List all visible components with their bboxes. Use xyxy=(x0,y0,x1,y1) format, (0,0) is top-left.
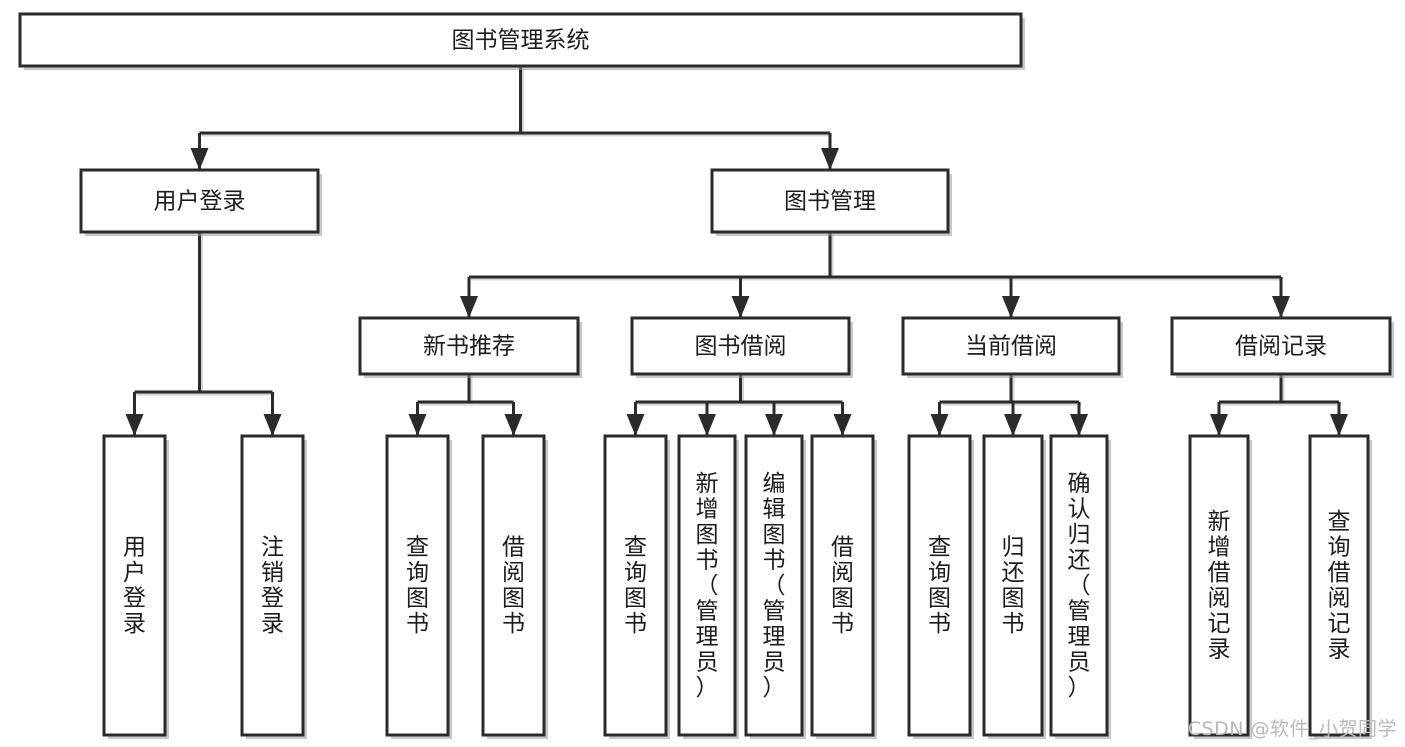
node-label: 借阅图书 xyxy=(502,535,525,638)
arrowhead xyxy=(263,414,282,436)
arrowhead xyxy=(731,296,750,318)
node-new-book-recommend[interactable]: 新书推荐 xyxy=(358,316,580,376)
node-box[interactable] xyxy=(1188,434,1250,737)
arrowhead xyxy=(1210,414,1228,436)
node-label: 图书管理 xyxy=(784,189,876,215)
node-box[interactable] xyxy=(901,316,1121,376)
node-box[interactable] xyxy=(710,168,950,234)
node-box[interactable] xyxy=(907,434,972,737)
node-label: 查询图书 xyxy=(406,535,429,638)
node-box[interactable] xyxy=(358,316,580,376)
node-user-login[interactable]: 用户登录 xyxy=(79,168,320,234)
arrowhead xyxy=(930,414,949,436)
node-label: 查询图书 xyxy=(928,535,951,638)
node-label: 查询图书 xyxy=(624,535,647,638)
nodes-layer: 图书管理系统用户登录图书管理用户登录注销登录新书推荐图书借阅当前借阅借阅记录查询… xyxy=(18,12,1394,739)
edges-layer xyxy=(125,66,1348,436)
node-box[interactable] xyxy=(603,434,668,737)
node-add-borrow-record[interactable]: 新增借阅记录 xyxy=(1188,434,1250,737)
node-user-logout[interactable]: 注销登录 xyxy=(240,434,305,737)
arrowhead xyxy=(1070,414,1088,436)
node-borrow-book-2[interactable]: 借阅图书 xyxy=(810,434,875,737)
node-root[interactable]: 图书管理系统 xyxy=(18,12,1023,68)
node-box[interactable] xyxy=(630,316,851,376)
node-label: 确认归还（管理员） xyxy=(1068,471,1091,701)
node-box[interactable] xyxy=(79,168,320,234)
node-query-book-3[interactable]: 查询图书 xyxy=(907,434,972,737)
node-label: 归还图书 xyxy=(1002,535,1025,638)
node-return-book[interactable]: 归还图书 xyxy=(982,434,1044,737)
arrowhead xyxy=(125,414,144,436)
node-label: 借阅图书 xyxy=(831,535,854,638)
arrowhead xyxy=(698,414,716,436)
node-box[interactable] xyxy=(1308,434,1370,737)
node-query-book-1[interactable]: 查询图书 xyxy=(385,434,450,737)
node-label: 图书借阅 xyxy=(695,334,787,360)
node-query-borrow-record[interactable]: 查询借阅记录 xyxy=(1308,434,1370,737)
node-label: 新书推荐 xyxy=(423,334,515,360)
node-label: 用户登录 xyxy=(154,189,246,215)
node-label: 编辑图书（管理员） xyxy=(763,471,786,701)
node-edit-book-admin[interactable]: 编辑图书（管理员） xyxy=(744,434,804,737)
arrowhead xyxy=(1330,414,1348,436)
arrowhead xyxy=(460,296,478,318)
node-box[interactable] xyxy=(810,434,875,737)
arrowhead xyxy=(408,414,427,436)
node-label: 查询借阅记录 xyxy=(1328,509,1351,663)
arrowhead xyxy=(1004,414,1022,436)
node-query-book-2[interactable]: 查询图书 xyxy=(603,434,668,737)
arrowhead xyxy=(765,414,783,436)
node-box[interactable] xyxy=(102,434,167,737)
node-label: 当前借阅 xyxy=(965,334,1057,360)
arrowhead xyxy=(190,148,209,170)
node-confirm-return-admin[interactable]: 确认归还（管理员） xyxy=(1049,434,1109,737)
node-box[interactable] xyxy=(18,12,1023,68)
arrowhead xyxy=(504,414,523,436)
node-borrow-record[interactable]: 借阅记录 xyxy=(1170,316,1392,376)
arrowhead xyxy=(821,148,839,170)
node-box[interactable] xyxy=(1049,434,1109,737)
node-label: 借阅记录 xyxy=(1235,334,1327,360)
node-box[interactable] xyxy=(744,434,804,737)
node-box[interactable] xyxy=(982,434,1044,737)
node-label: 新增图书（管理员） xyxy=(696,471,719,701)
node-label: 注销登录 xyxy=(261,535,284,638)
csdn-watermark: CSDN @软件_小贺同学 xyxy=(1187,718,1397,740)
node-current-borrow[interactable]: 当前借阅 xyxy=(901,316,1121,376)
arrowhead xyxy=(1002,296,1020,318)
node-box[interactable] xyxy=(481,434,546,737)
node-add-book-admin[interactable]: 新增图书（管理员） xyxy=(677,434,737,737)
node-box[interactable] xyxy=(677,434,737,737)
node-book-borrow[interactable]: 图书借阅 xyxy=(630,316,851,376)
node-label: 用户登录 xyxy=(123,535,146,638)
arrowhead xyxy=(833,414,852,436)
node-book-manage[interactable]: 图书管理 xyxy=(710,168,950,234)
node-label: 新增借阅记录 xyxy=(1208,509,1231,663)
node-box[interactable] xyxy=(1170,316,1392,376)
node-borrow-book-1[interactable]: 借阅图书 xyxy=(481,434,546,737)
arrowhead xyxy=(1272,296,1290,318)
node-box[interactable] xyxy=(240,434,305,737)
node-label: 图书管理系统 xyxy=(452,28,590,54)
node-user-login-do[interactable]: 用户登录 xyxy=(102,434,167,737)
arrowhead xyxy=(626,414,645,436)
node-box[interactable] xyxy=(385,434,450,737)
